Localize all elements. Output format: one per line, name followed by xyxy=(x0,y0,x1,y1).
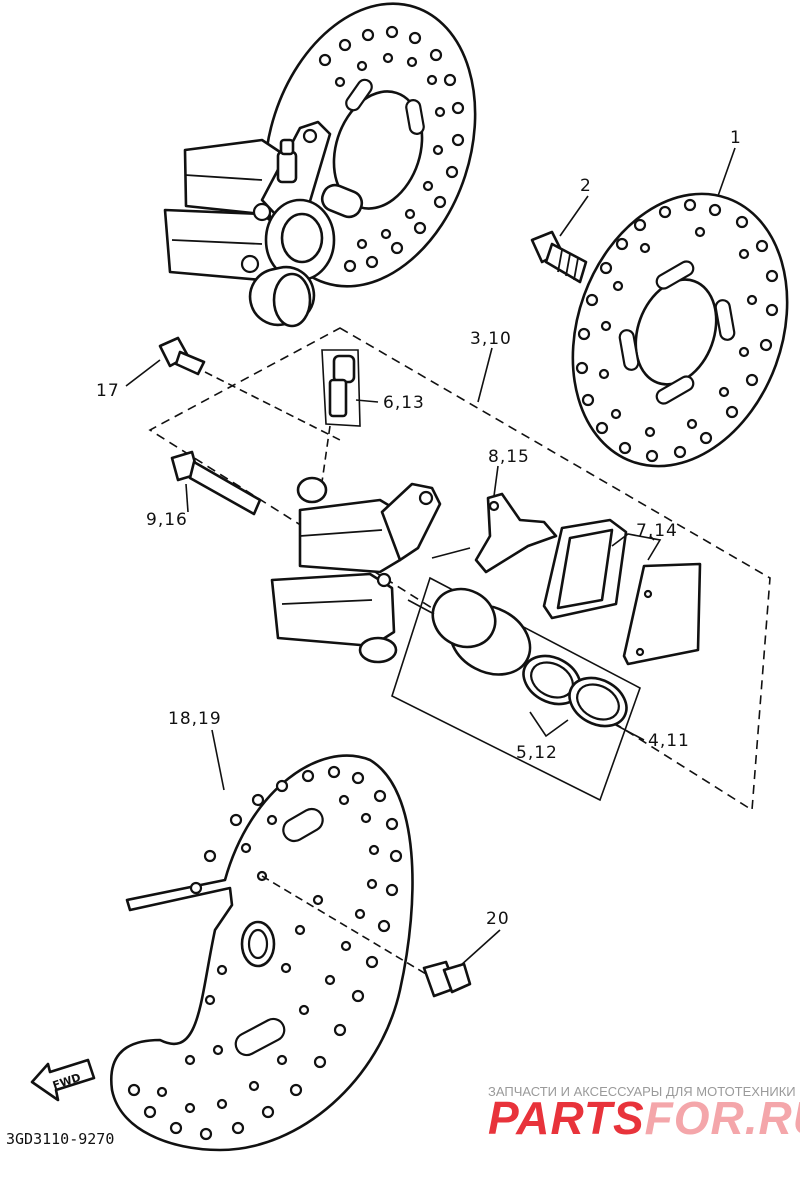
callout-labels: 1 2 3,10 17 6,13 8,15 9,16 7,14 18,19 5,… xyxy=(96,128,742,929)
callout-3-10: 3,10 xyxy=(470,329,512,349)
bolt-17 xyxy=(158,336,341,441)
callout-9-16: 9,16 xyxy=(146,510,188,530)
brake-disc xyxy=(571,192,789,468)
disc-bolt xyxy=(530,230,588,284)
watermark-brand: PARTSFOR.RU xyxy=(488,1092,800,1144)
leader-lines xyxy=(125,147,736,967)
assembled-brake-illustration xyxy=(163,2,477,328)
callout-18-19: 18,19 xyxy=(168,709,222,729)
callout-5-12: 5,12 xyxy=(516,743,558,763)
exploded-caliper xyxy=(270,476,442,664)
brake-disc-cover xyxy=(109,754,414,1152)
drawing-code: 3GD3110-9270 xyxy=(6,1130,114,1148)
forward-arrow: FWD xyxy=(30,1058,96,1102)
pad-spring xyxy=(431,492,558,574)
callout-4-11: 4,11 xyxy=(648,731,690,751)
callout-6-13: 6,13 xyxy=(383,393,425,413)
slide-pin-bolt xyxy=(170,450,262,516)
caliper-kit-boundary xyxy=(148,327,771,812)
callout-8-15: 8,15 xyxy=(488,447,530,467)
cover-bolt xyxy=(261,875,472,998)
watermark: ЗАПЧАСТИ И АКСЕССУАРЫ ДЛЯ МОТОТЕХНИКИ PA… xyxy=(488,1084,800,1144)
piston-and-seals xyxy=(407,587,645,741)
watermark-brand-pink: FOR.RU xyxy=(645,1092,800,1144)
piston-kit-boundary xyxy=(391,576,641,802)
callout-7-14: 7,14 xyxy=(636,521,678,541)
callout-17: 17 xyxy=(96,381,120,401)
watermark-tagline: ЗАПЧАСТИ И АКСЕССУАРЫ ДЛЯ МОТОТЕХНИКИ xyxy=(488,1084,796,1099)
callout-20: 20 xyxy=(486,909,510,929)
brake-pads xyxy=(542,518,702,666)
watermark-brand-red: PARTS xyxy=(488,1092,645,1144)
bleed-screw xyxy=(321,349,361,483)
callout-2: 2 xyxy=(580,176,592,196)
callout-1: 1 xyxy=(730,128,742,148)
